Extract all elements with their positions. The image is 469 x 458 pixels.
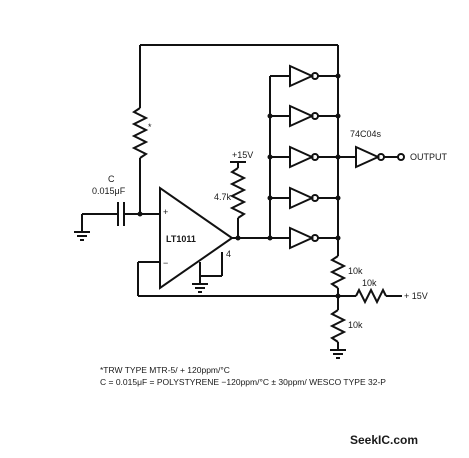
output-inverter bbox=[338, 145, 405, 169]
divider-resistor-bottom bbox=[329, 309, 347, 343]
divider-bottom-label: 10k bbox=[348, 320, 363, 330]
input-ground-wire bbox=[74, 213, 118, 241]
comparator-lt1011 bbox=[159, 186, 234, 290]
pullup-resistor-4k7 bbox=[229, 167, 247, 219]
inverter-part-label: 74C04s bbox=[350, 129, 382, 139]
junction-out-116 bbox=[335, 113, 341, 119]
feedback-loop-wire bbox=[139, 44, 338, 214]
divider-top-label: 10k bbox=[348, 266, 363, 276]
supply-right-label: + 15V bbox=[404, 291, 428, 301]
footnote-thermistor: *TRW TYPE MTR-5/ + 120ppm/°C bbox=[100, 365, 230, 375]
inverter-5 bbox=[270, 226, 338, 250]
inverter-2 bbox=[270, 104, 338, 128]
thermistor-resistor bbox=[131, 107, 149, 159]
junction-out-198 bbox=[335, 195, 341, 201]
junction-out-238 bbox=[335, 235, 341, 241]
timing-capacitor bbox=[117, 202, 125, 226]
divider-resistor-top bbox=[329, 255, 347, 289]
supply-top-wire bbox=[230, 161, 246, 168]
pin4-label: 4 bbox=[226, 249, 231, 259]
inverter-4 bbox=[270, 186, 338, 210]
footnote-capacitor: C = 0.015μF = POLYSTYRENE −120ppm/°C ± 3… bbox=[100, 377, 386, 387]
minus-input-sign: − bbox=[163, 258, 168, 268]
inverter-1 bbox=[270, 64, 338, 88]
divider-ground bbox=[330, 342, 346, 359]
series-resistor-label: 10k bbox=[362, 278, 377, 288]
junction-bus-198 bbox=[267, 195, 273, 201]
opamp-label: LT1011 bbox=[166, 234, 196, 244]
pin4-ground-wire bbox=[192, 252, 223, 293]
pullup-resistor-label: 4.7k bbox=[214, 192, 232, 202]
junction-out-76 bbox=[335, 73, 341, 79]
plus-input-sign: + bbox=[163, 207, 168, 217]
junction-bus-157 bbox=[267, 154, 273, 160]
inverter-3 bbox=[270, 145, 338, 169]
minus-input-wire bbox=[137, 261, 338, 297]
thermistor-asterisk: * bbox=[148, 122, 152, 132]
seekic-watermark: SeekIC.com bbox=[350, 433, 418, 447]
capacitor-value-label: 0.015μF bbox=[92, 186, 126, 196]
supply-top-label: +15V bbox=[232, 150, 253, 160]
junction-plus-input bbox=[137, 211, 143, 217]
capacitor-ref-label: C bbox=[108, 174, 115, 184]
junction-bus-116 bbox=[267, 113, 273, 119]
output-label: OUTPUT bbox=[410, 152, 448, 162]
series-resistor-right bbox=[355, 287, 387, 305]
